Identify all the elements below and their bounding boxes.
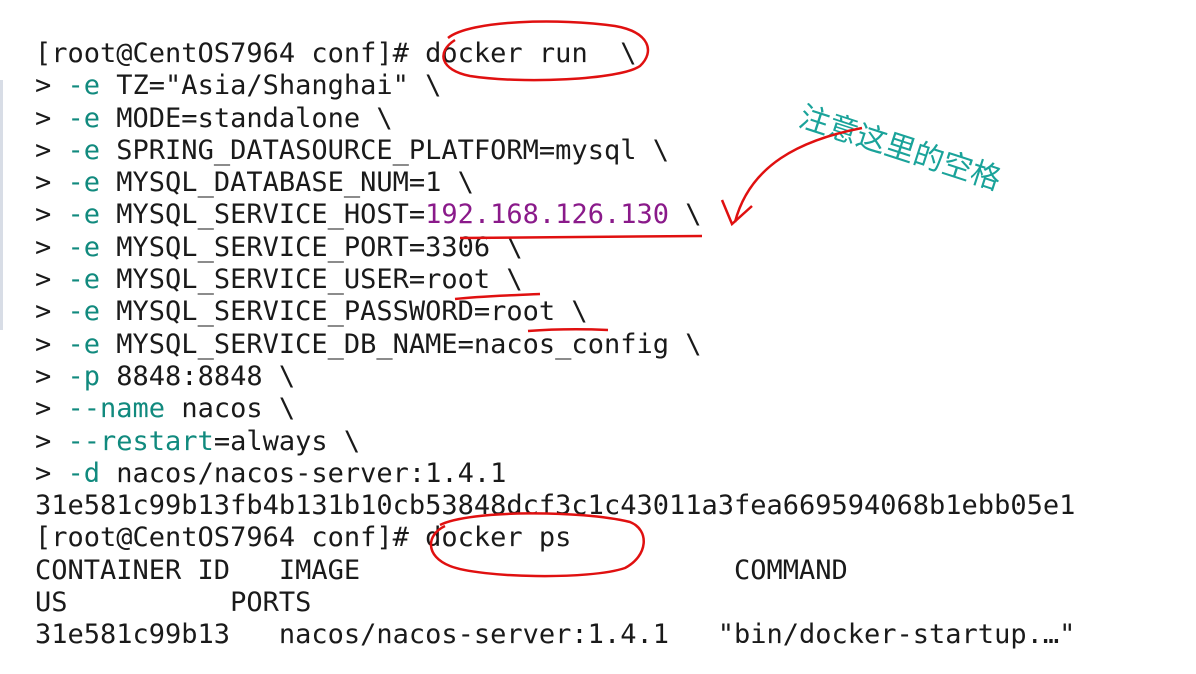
window-edge-marker	[0, 80, 3, 330]
terminal-line: > -e MYSQL_SERVICE_PORT=3306 \	[35, 232, 1075, 264]
option-flag: -e	[67, 102, 101, 134]
terminal-text: 31e581c99b13 nacos/nacos-server:1.4.1 "b…	[35, 619, 1076, 651]
terminal-line: > -e MYSQL_DATABASE_NUM=1 \	[35, 167, 1075, 199]
option-flag: --name	[67, 393, 166, 425]
option-flag: -e	[67, 134, 101, 166]
terminal-text: >	[35, 134, 68, 166]
terminal-text: MYSQL_SERVICE_PASSWORD=root \	[100, 296, 588, 328]
circle-docker-ps	[429, 512, 645, 578]
terminal-text: [root@CentOS7964 conf]#	[35, 38, 426, 69]
option-flag: -e	[67, 296, 101, 328]
host-ip: 192.168.126.130	[425, 199, 669, 231]
terminal-text: MYSQL_SERVICE_DB_NAME=nacos_config \	[100, 328, 702, 360]
terminal-line: > --name nacos \	[35, 393, 1075, 425]
terminal-text: 8848:8848 \	[100, 360, 296, 392]
terminal-line: [root@CentOS7964 conf]# docker ps	[35, 522, 1075, 554]
terminal-text: TZ="Asia/Shanghai" \	[100, 70, 442, 102]
terminal-output: [root@CentOS7964 conf]# docker run \> -e…	[35, 38, 1075, 652]
terminal-line: > -e SPRING_DATASOURCE_PLATFORM=mysql \	[35, 135, 1075, 167]
terminal-line: [root@CentOS7964 conf]# docker run \	[35, 38, 1075, 70]
option-flag: --restart	[67, 425, 214, 457]
underline-user	[454, 292, 541, 301]
terminal-text: MYSQL_SERVICE_PORT=3306 \	[100, 231, 523, 263]
terminal-line: > -d nacos/nacos-server:1.4.1	[35, 458, 1075, 490]
terminal-line: 31e581c99b13fb4b131b10cb53848dcf3c1c4301…	[35, 490, 1075, 522]
terminal-line: > -e MODE=standalone \	[35, 103, 1075, 135]
underline-ip	[459, 234, 703, 240]
terminal-line: > -e MYSQL_SERVICE_HOST=192.168.126.130 …	[35, 199, 1075, 231]
option-flag: -e	[67, 70, 101, 102]
terminal-text: >	[35, 70, 68, 102]
terminal-line: > -e MYSQL_SERVICE_DB_NAME=nacos_config …	[35, 329, 1075, 361]
terminal-line: > -p 8848:8848 \	[35, 361, 1075, 393]
terminal-text: >	[35, 167, 68, 199]
terminal-text: >	[35, 393, 68, 425]
option-flag: -e	[67, 328, 101, 360]
terminal-line: 31e581c99b13 nacos/nacos-server:1.4.1 "b…	[35, 619, 1075, 651]
terminal-text: >	[35, 457, 68, 489]
terminal-text: >	[35, 425, 68, 457]
terminal-text: MYSQL_DATABASE_NUM=1 \	[100, 167, 474, 199]
terminal-line: > -e TZ="Asia/Shanghai" \	[35, 70, 1075, 102]
terminal-text: >	[35, 296, 68, 328]
terminal-text: >	[35, 264, 68, 296]
option-flag: -p	[67, 360, 101, 392]
option-flag: -e	[67, 167, 101, 199]
terminal-text: \	[587, 38, 637, 69]
terminal-text: >	[35, 102, 68, 134]
terminal-line: CONTAINER ID IMAGE COMMAND	[35, 555, 1075, 587]
terminal-text: >	[35, 199, 68, 231]
terminal-text: >	[35, 360, 68, 392]
terminal-text: MYSQL_SERVICE_USER=root \	[100, 264, 523, 296]
terminal-text: nacos \	[165, 393, 296, 425]
terminal-text: =always \	[213, 425, 361, 457]
terminal-text: >	[35, 328, 68, 360]
option-flag: -e	[67, 231, 101, 263]
terminal-text: SPRING_DATASOURCE_PLATFORM=mysql \	[100, 134, 669, 166]
terminal-text: MODE=standalone \	[100, 102, 393, 134]
terminal-line: > -e MYSQL_SERVICE_PASSWORD=root \	[35, 296, 1075, 328]
terminal-text: [root@CentOS7964 conf]#	[35, 522, 426, 554]
option-flag: -e	[67, 199, 101, 231]
annotation-arrowhead	[720, 199, 753, 227]
option-flag: -d	[67, 457, 101, 489]
terminal-text: docker run	[425, 38, 588, 69]
terminal-text: 31e581c99b13fb4b131b10cb53848dcf3c1c4301…	[35, 490, 1076, 522]
terminal-text: >	[35, 231, 68, 263]
terminal-text: MYSQL_SERVICE_HOST=	[100, 199, 426, 231]
terminal-line: > --restart=always \	[35, 426, 1075, 458]
option-flag: -e	[67, 264, 101, 296]
terminal-text: CONTAINER ID IMAGE COMMAND	[35, 554, 848, 586]
terminal-text: US PORTS	[35, 587, 312, 619]
terminal-line: > -e MYSQL_SERVICE_USER=root \	[35, 264, 1075, 296]
terminal-text: \	[668, 199, 702, 231]
terminal-line: US PORTS	[35, 587, 1075, 619]
terminal-text: nacos/nacos-server:1.4.1	[100, 457, 507, 489]
circle-docker-run	[442, 20, 650, 82]
annotation-arrow	[733, 126, 863, 223]
underline-password	[527, 328, 609, 333]
